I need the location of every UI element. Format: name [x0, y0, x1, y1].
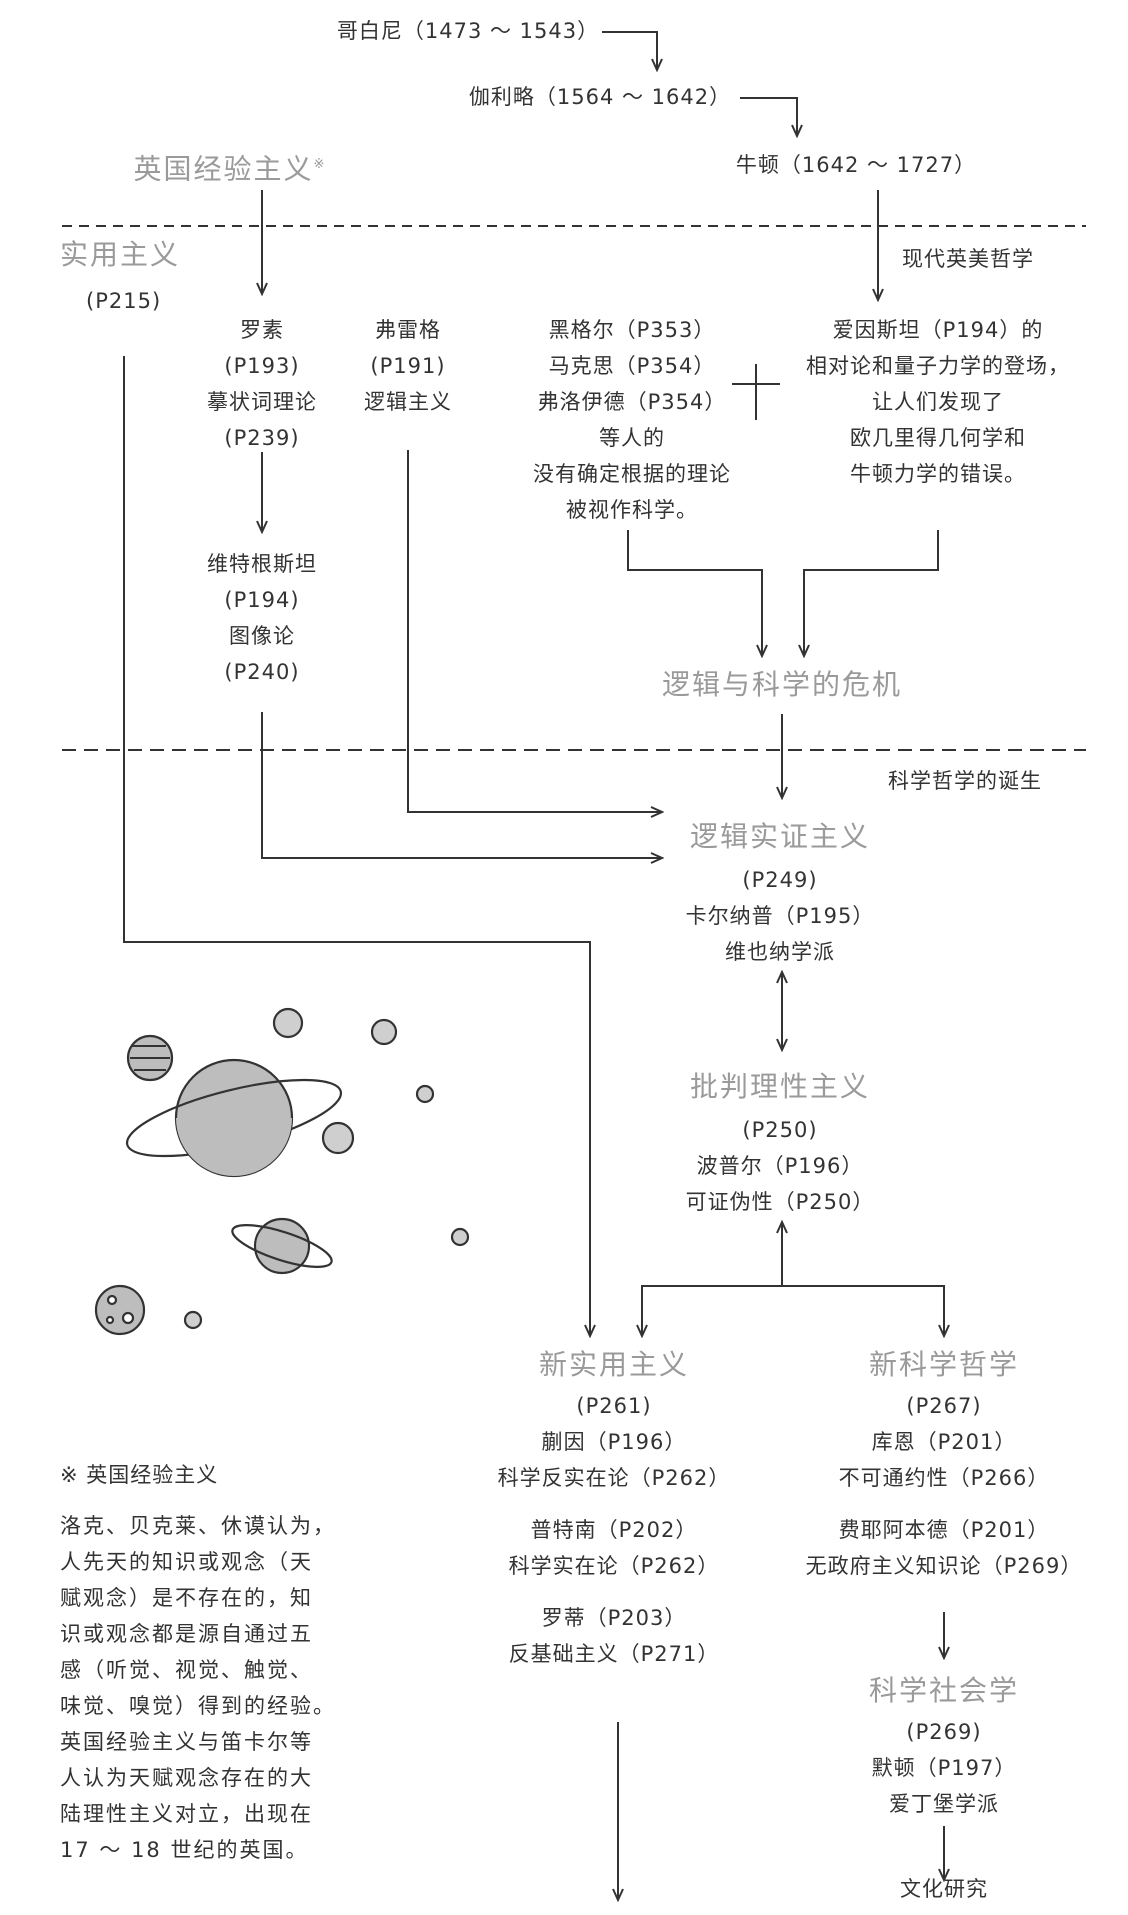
einstein-line-3: 让人们发现了: [872, 390, 1004, 414]
critical-rationalism-page: (P250): [742, 1118, 818, 1142]
footnote-line: 赋观念）是不存在的，知: [60, 1586, 313, 1610]
footnote-mark: ※: [313, 157, 327, 172]
arrow-frege-positivism: [407, 450, 662, 812]
wittgenstein-page: (P194): [224, 588, 300, 612]
logical-positivism-block: 逻辑实证主义 (P249) 卡尔纳普（P195） 维也纳学派: [686, 820, 875, 970]
arrow-pragmatism-neopragmatism: [123, 356, 590, 1336]
branch-line: [641, 1285, 945, 1336]
quine-line: 蒯因（P196）: [541, 1430, 687, 1454]
anti-realism-line: 科学反实在论（P262）: [497, 1466, 731, 1490]
frege-theory: 逻辑主义: [364, 390, 452, 414]
edinburgh-school-line: 爱丁堡学派: [888, 1792, 999, 1816]
plus-sign: [732, 364, 780, 420]
hegel-line: 黑格尔（P353）: [548, 318, 716, 342]
modern-anglo-american-philosophy: 现代英美哲学: [902, 247, 1034, 271]
arrow-galileo-newton: [740, 97, 797, 136]
footnote-body: 洛克、贝克莱、休谟认为， 人先天的知识或观念（天 赋观念）是不存在的，知 识或观…: [60, 1508, 336, 1868]
planets-illustration: [94, 1007, 470, 1336]
epistemological-anarchism-line: 无政府主义知识论（P269）: [805, 1554, 1083, 1578]
falsifiability-line: 可证伪性（P250）: [685, 1190, 875, 1214]
sociology-page: (P269): [906, 1720, 982, 1744]
frege-block: 弗雷格 (P191) 逻辑主义: [364, 312, 452, 420]
einstein-line-1: 爱因斯坦（P194）的: [832, 318, 1044, 342]
crisis-title: 逻辑与科学的危机: [661, 668, 903, 701]
hegel-group-line-5: 没有确定根据的理论: [533, 462, 731, 486]
logical-positivism-page: (P249): [742, 868, 818, 892]
frege-page: (P191): [370, 354, 446, 378]
copernicus-label: 哥白尼（1473 ～ 1543）: [336, 19, 600, 43]
einstein-line-2: 相对论和量子力学的登场，: [806, 354, 1070, 378]
galileo-label: 伽利略（1564 ～ 1642）: [468, 85, 732, 109]
anti-foundationalism-line: 反基础主义（P271）: [508, 1642, 720, 1666]
arrow-hegel-crisis: [627, 530, 762, 656]
popper-line: 波普尔（P196）: [696, 1154, 864, 1178]
frege-name: 弗雷格: [375, 318, 441, 342]
wittgenstein-theory-page: (P240): [224, 660, 300, 684]
newton-label: 牛顿（1642 ～ 1727）: [735, 153, 977, 177]
pragmatism-page: (P215): [86, 289, 162, 313]
hegel-group-block: 黑格尔（P353） 马克思（P354） 弗洛伊德（P354） 等人的 没有确定根…: [533, 312, 731, 528]
footnote-line: 识或观念都是源自通过五: [60, 1622, 313, 1646]
feyerabend-line: 费耶阿本德（P201）: [838, 1518, 1050, 1542]
kuhn-line: 库恩（P201）: [871, 1430, 1017, 1454]
hegel-group-line-6: 被视作科学。: [566, 498, 698, 522]
sociology-of-science-title: 科学社会学: [868, 1674, 1020, 1707]
footnote-line: 人认为天赋观念存在的大: [60, 1766, 313, 1790]
incommensurability-line: 不可通约性（P266）: [838, 1466, 1050, 1490]
critical-rationalism-title: 批判理性主义: [689, 1070, 870, 1103]
carnap-line: 卡尔纳普（P195）: [685, 904, 875, 928]
marx-line: 马克思（P354）: [548, 354, 716, 378]
sociology-of-science-block: 科学社会学 (P269) 默顿（P197） 爱丁堡学派: [869, 1674, 1019, 1822]
vienna-circle-line: 维也纳学派: [725, 940, 835, 964]
freud-line: 弗洛伊德（P354）: [537, 390, 727, 414]
wittgenstein-name: 维特根斯坦: [207, 552, 317, 576]
neo-pragmatism-block: 新实用主义 (P261) 蒯因（P196） 科学反实在论（P262） 普特南（P…: [498, 1348, 731, 1672]
new-philosophy-of-science-block: 新科学哲学 (P267) 库恩（P201） 不可通约性（P266） 费耶阿本德（…: [806, 1348, 1083, 1584]
footnote-line: 感（听觉、视觉、触觉、: [60, 1658, 313, 1682]
wittgenstein-block: 维特根斯坦 (P194) 图像论 (P240): [207, 546, 317, 690]
russell-page: (P193): [224, 354, 300, 378]
merton-line: 默顿（P197）: [871, 1756, 1017, 1780]
footnote-line: 味觉、嗅觉）得到的经验。: [60, 1694, 336, 1718]
neo-pragmatism-title: 新实用主义: [538, 1348, 689, 1381]
new-philosophy-page: (P267): [906, 1394, 982, 1418]
russell-theory: 摹状词理论: [207, 390, 317, 414]
russell-name: 罗素: [240, 318, 284, 342]
english-empiricism-label: 英国经验主义: [133, 152, 314, 186]
arrow-einstein-crisis: [804, 530, 939, 656]
wittgenstein-theory: 图像论: [229, 624, 295, 648]
russell-theory-page: (P239): [224, 426, 300, 450]
new-philosophy-of-science-title: 新科学哲学: [868, 1348, 1019, 1381]
footnote-line: 英国经验主义与笛卡尔等: [60, 1730, 313, 1754]
putnam-line: 普特南（P202）: [530, 1518, 698, 1542]
cultural-studies-label: 文化研究: [900, 1877, 988, 1901]
footnote-line: 人先天的知识或观念（天: [60, 1550, 313, 1574]
arrow-copernicus-galileo: [602, 31, 657, 70]
logical-positivism-title: 逻辑实证主义: [689, 820, 870, 853]
critical-rationalism-block: 批判理性主义 (P250) 波普尔（P196） 可证伪性（P250）: [686, 1070, 875, 1220]
einstein-block: 爱因斯坦（P194）的 相对论和量子力学的登场， 让人们发现了 欧几里得几何学和…: [806, 312, 1070, 492]
rorty-line: 罗蒂（P203）: [541, 1606, 687, 1630]
pragmatism-title: 实用主义: [60, 238, 181, 271]
russell-block: 罗素 (P193) 摹状词理论 (P239): [207, 312, 317, 456]
footnote-line: 17 ～ 18 世纪的英国。: [60, 1838, 309, 1862]
arrow-wittgenstein-positivism: [261, 712, 662, 858]
einstein-line-5: 牛顿力学的错误。: [850, 462, 1026, 486]
scientific-realism-line: 科学实在论（P262）: [508, 1554, 720, 1578]
footnote-title: ※ 英国经验主义: [60, 1463, 219, 1487]
footnote-line: 陆理性主义对立，出现在: [60, 1802, 313, 1826]
birth-of-philosophy-of-science: 科学哲学的诞生: [888, 769, 1042, 793]
english-empiricism-title: 英国经验主义※: [134, 148, 327, 186]
neo-pragmatism-page: (P261): [576, 1394, 652, 1418]
hegel-group-line-4: 等人的: [599, 426, 665, 450]
footnote-line: 洛克、贝克莱、休谟认为，: [60, 1514, 336, 1538]
einstein-line-4: 欧几里得几何学和: [850, 426, 1026, 450]
